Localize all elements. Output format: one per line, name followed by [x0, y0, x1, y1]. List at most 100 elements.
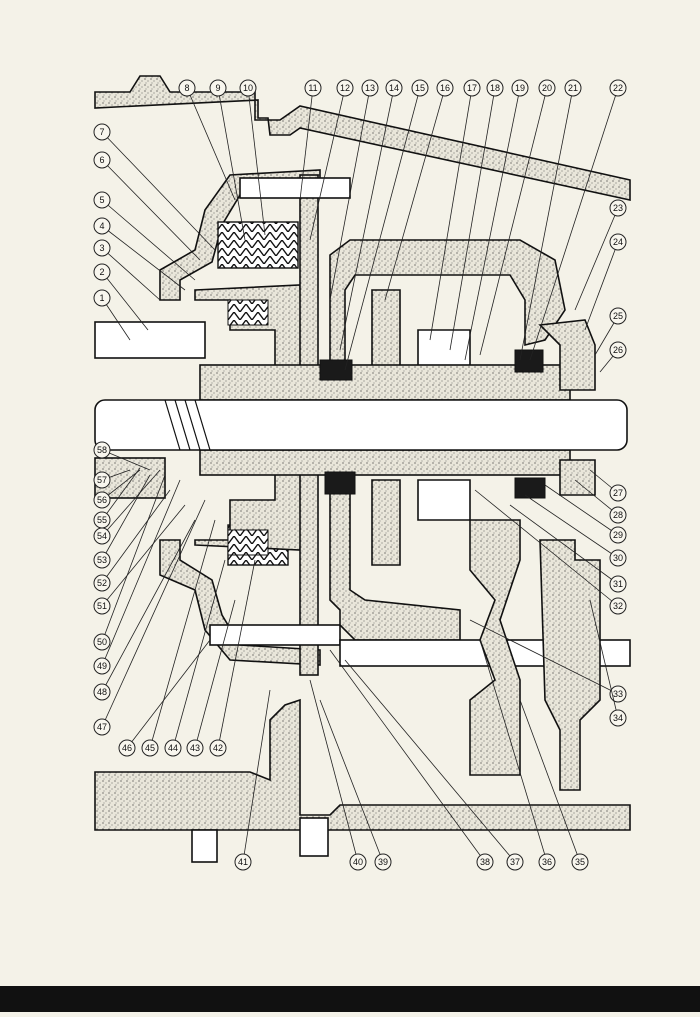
callout-number: 6 — [99, 155, 104, 165]
input-shaft — [94, 321, 206, 359]
callout-number: 14 — [389, 83, 399, 93]
callout-number: 5 — [99, 195, 104, 205]
leader-line-40 — [309, 679, 359, 863]
callout-43: 43 — [186, 739, 204, 757]
callout-number: 8 — [184, 83, 189, 93]
leader-line-4 — [101, 225, 186, 291]
callout-circle — [178, 79, 196, 97]
callout-circle — [93, 471, 111, 489]
callout-19: 19 — [511, 79, 529, 97]
leader-line-19 — [464, 87, 521, 361]
callout-number: 52 — [97, 578, 107, 588]
leader-line-5 — [101, 199, 196, 281]
callout-8: 8 — [178, 79, 196, 97]
leader-line-17 — [429, 87, 473, 341]
end-cap-upper — [538, 319, 596, 391]
callout-number: 51 — [97, 601, 107, 611]
callout-number: 42 — [213, 743, 223, 753]
callout-number: 15 — [415, 83, 425, 93]
callout-51: 51 — [93, 597, 111, 615]
callout-circle — [571, 853, 589, 871]
callout-circle — [609, 307, 627, 325]
mainshaft-sleeve-lower — [199, 449, 571, 476]
leader-line-38 — [329, 649, 486, 863]
callout-circle — [538, 853, 556, 871]
leader-line-16 — [384, 87, 446, 301]
callout-circle — [209, 79, 227, 97]
leader-line-23 — [574, 207, 619, 311]
callout-circle — [609, 233, 627, 251]
callout-circle — [93, 718, 111, 736]
gear-carrier-upper — [329, 239, 566, 376]
callout-25: 25 — [609, 307, 627, 325]
callout-number: 11 — [308, 83, 317, 93]
callout-number: 25 — [613, 311, 623, 321]
callout-circle — [609, 597, 627, 615]
page-bottom-edge — [0, 986, 700, 1012]
callout-circle — [436, 79, 454, 97]
leader-line-9 — [217, 87, 246, 241]
callout-number: 7 — [99, 127, 104, 137]
leader-line-51 — [101, 504, 186, 607]
callout-28: 28 — [609, 506, 627, 524]
callout-circle — [609, 685, 627, 703]
mainshaft — [94, 399, 628, 451]
callout-40: 40 — [349, 853, 367, 871]
callout-number: 9 — [215, 83, 220, 93]
callout-46: 46 — [118, 739, 136, 757]
callout-38: 38 — [476, 853, 494, 871]
callout-circle — [93, 683, 111, 701]
callout-number: 39 — [378, 857, 388, 867]
callout-circle — [463, 79, 481, 97]
callout-11: 11 — [304, 79, 322, 97]
callout-circle — [93, 657, 111, 675]
leader-line-48 — [101, 519, 196, 693]
callout-circle — [609, 199, 627, 217]
callout-number: 24 — [613, 237, 623, 247]
callout-number: 13 — [365, 83, 375, 93]
mainshaft-sleeve-upper — [199, 364, 571, 401]
leader-line-49 — [101, 479, 181, 667]
leader-line-47 — [101, 499, 206, 728]
leader-line-2 — [101, 271, 149, 331]
callout-circle — [93, 597, 111, 615]
callout-21: 21 — [564, 79, 582, 97]
callout-number: 22 — [613, 83, 623, 93]
leader-line-36 — [479, 639, 548, 863]
end-cap-lower — [559, 459, 596, 496]
callout-number: 26 — [613, 345, 623, 355]
clutch-plates-upper — [227, 299, 269, 326]
callout-circle — [93, 574, 111, 592]
callout-number: 57 — [97, 475, 107, 485]
callout-number: 41 — [238, 857, 248, 867]
leader-line-37 — [344, 659, 516, 863]
gear-lower-a — [371, 479, 401, 566]
leader-line-30 — [524, 494, 619, 559]
callout-number: 16 — [440, 83, 450, 93]
callout-circle — [609, 506, 627, 524]
callout-number: 54 — [97, 531, 107, 541]
callout-number: 31 — [613, 579, 623, 589]
leader-line-14 — [339, 87, 395, 351]
leader-line-34 — [589, 599, 619, 719]
leader-line-55 — [101, 467, 141, 521]
callout-26: 26 — [609, 341, 627, 359]
leader-line-29 — [544, 484, 619, 536]
leader-line-58 — [101, 449, 151, 471]
callout-number: 34 — [613, 713, 623, 723]
callout-number: 33 — [613, 689, 623, 699]
callout-37: 37 — [506, 853, 524, 871]
callout-58: 58 — [93, 441, 111, 459]
callout-number: 47 — [97, 722, 107, 732]
leader-line-24 — [584, 241, 619, 331]
callout-41: 41 — [234, 853, 252, 871]
clutch-plates-lower — [227, 529, 269, 556]
leader-line-3 — [101, 247, 161, 301]
leader-line-39 — [319, 699, 384, 863]
callout-circle — [141, 739, 159, 757]
callout-circle — [609, 575, 627, 593]
output-housing-right — [539, 539, 601, 791]
leader-line-32 — [474, 489, 619, 607]
